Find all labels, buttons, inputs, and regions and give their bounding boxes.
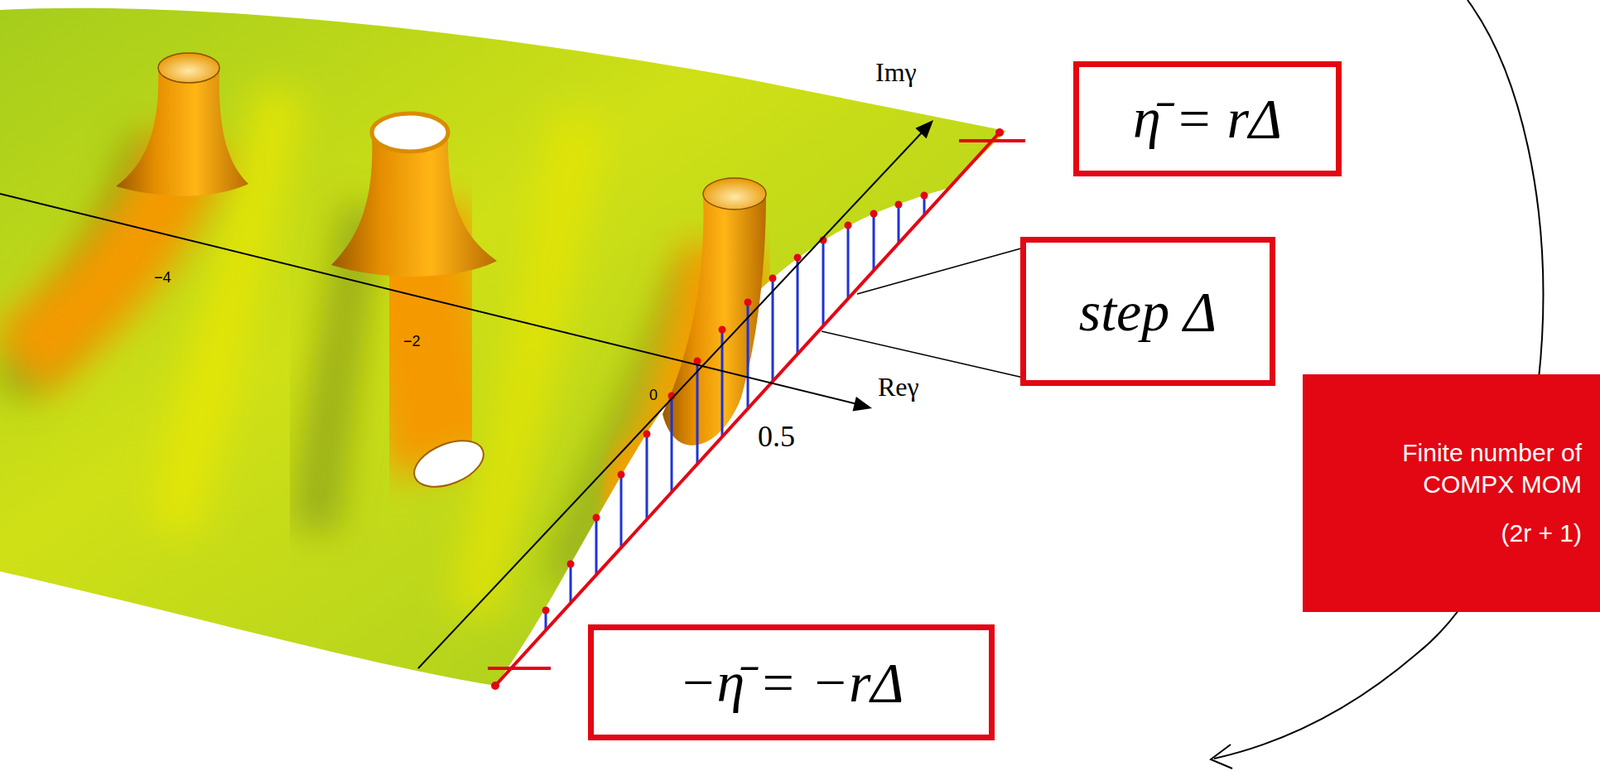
box-text: step Δ [1079, 279, 1217, 344]
axis-label: Imγ [875, 57, 917, 87]
tube [331, 132, 497, 277]
sample-line [670, 395, 674, 492]
end-tick [959, 139, 1026, 143]
axis-arrowhead [853, 396, 873, 411]
tick-label: 0 [649, 387, 658, 405]
leader-line [821, 331, 1027, 379]
box-text: Finite number of COMPX MOM [1387, 437, 1582, 500]
contour-line [495, 132, 1000, 686]
sample-line [645, 433, 649, 521]
tick-label: 0.5 [757, 420, 796, 454]
end-tick [487, 666, 551, 670]
imaginary-axis [418, 130, 924, 669]
sample-dots [491, 128, 1004, 690]
sample-dot [567, 560, 575, 569]
sample-line [696, 361, 699, 465]
real-axis [0, 193, 858, 405]
surface-hole [407, 431, 491, 496]
orange-fold [604, 434, 696, 560]
axis-arrowhead [915, 120, 934, 139]
math-box: step Δ [1020, 236, 1276, 386]
sample-line [796, 257, 800, 354]
sample-line [822, 240, 825, 327]
sample-line [569, 563, 573, 603]
box-text: η̄ = rΔ [1132, 86, 1282, 151]
sample-lines [545, 195, 925, 631]
tube-opening [371, 113, 449, 152]
axis-label: Reγ [877, 372, 920, 402]
tube [115, 67, 249, 197]
arrowhead [1210, 744, 1233, 769]
surface-sheet [0, 8, 1007, 686]
tube-opening [703, 178, 767, 210]
sample-dot [769, 274, 777, 283]
box-subtext: (2r + 1) [1387, 517, 1582, 550]
sample-line [595, 517, 598, 575]
tick-label: −4 [154, 269, 172, 287]
sample-line [897, 204, 901, 244]
sample-dot [794, 254, 802, 262]
sample-dot [895, 201, 903, 209]
sample-dot [920, 192, 929, 200]
leader-line [857, 246, 1027, 294]
sample-dot [744, 298, 752, 307]
sample-dot [844, 221, 853, 230]
sample-dot [592, 514, 601, 522]
sample-dot [617, 471, 626, 479]
box-text: −η̄ = −rΔ [679, 650, 905, 715]
sample-line [620, 474, 623, 548]
sample-line [771, 278, 775, 382]
tube-opening [158, 53, 220, 83]
math-box: −η̄ = −rΔ [587, 624, 995, 741]
sample-dot [643, 430, 651, 439]
summary-box: Finite number of COMPX MOM (2r + 1) [1302, 374, 1600, 613]
math-box: η̄ = rΔ [1073, 61, 1342, 177]
sample-line [847, 225, 850, 299]
sample-dot [718, 326, 727, 334]
tick-label: −2 [403, 333, 421, 351]
sample-line [872, 213, 876, 271]
surface-shading [8, 91, 729, 613]
sample-dot [542, 607, 550, 615]
sample-dot [870, 210, 878, 218]
